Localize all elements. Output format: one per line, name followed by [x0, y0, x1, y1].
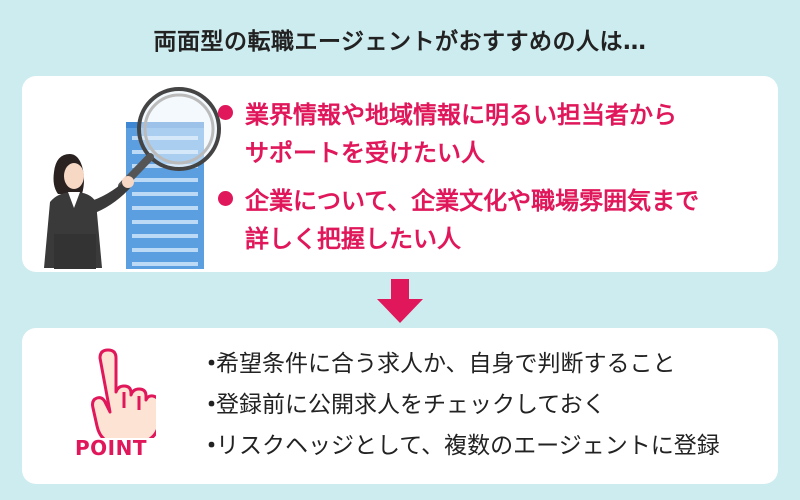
pointing-hand-icon: [91, 348, 161, 446]
audience-item-text: 企業について、企業文化や職場雰囲気まで 詳しく把握したい人: [245, 187, 700, 253]
list-item: ・登録前に公開求人をチェックしておく: [200, 385, 770, 426]
list-item: ・リスクヘッジとして、複数のエージェントに登録: [200, 426, 770, 467]
bullet-dot: [218, 191, 233, 206]
magnifier-icon: [118, 87, 221, 190]
tip-text: 登録前に公開求人をチェックしておく: [216, 392, 606, 418]
point-badge: POINT: [66, 348, 161, 468]
audience-card: 業界情報や地域情報に明るい担当者から サポートを受けたい人 企業について、企業文…: [22, 76, 778, 272]
point-card: POINT ・希望条件に合う求人か、自身で判断すること ・登録前に公開求人をチェ…: [22, 328, 778, 484]
tip-text: 希望条件に合う求人か、自身で判断すること: [216, 351, 676, 377]
tip-text: リスクヘッジとして、複数のエージェントに登録: [216, 433, 720, 459]
audience-item-text: 業界情報や地域情報に明るい担当者から サポートを受けたい人: [245, 101, 677, 167]
bullet-dot: ・: [200, 351, 223, 377]
bullet-dot: ・: [200, 433, 223, 459]
bullet-dot: ・: [200, 392, 223, 418]
page-title: 両面型の転職エージェントがおすすめの人は…: [153, 29, 647, 55]
bullet-dot: [218, 105, 233, 120]
down-arrow-icon: [377, 279, 423, 323]
businesswoman-figure: [44, 154, 134, 269]
tips-list: ・希望条件に合う求人か、自身で判断すること ・登録前に公開求人をチェックしておく…: [200, 344, 770, 467]
list-item: 企業について、企業文化や職場雰囲気まで 詳しく把握したい人: [218, 182, 768, 258]
audience-list: 業界情報や地域情報に明るい担当者から サポートを受けたい人 企業について、企業文…: [218, 96, 768, 268]
list-item: ・希望条件に合う求人か、自身で判断すること: [200, 344, 770, 385]
businesswoman-magnifier-illustration: [44, 87, 221, 269]
point-label: POINT: [75, 436, 147, 460]
list-item: 業界情報や地域情報に明るい担当者から サポートを受けたい人: [218, 96, 768, 172]
